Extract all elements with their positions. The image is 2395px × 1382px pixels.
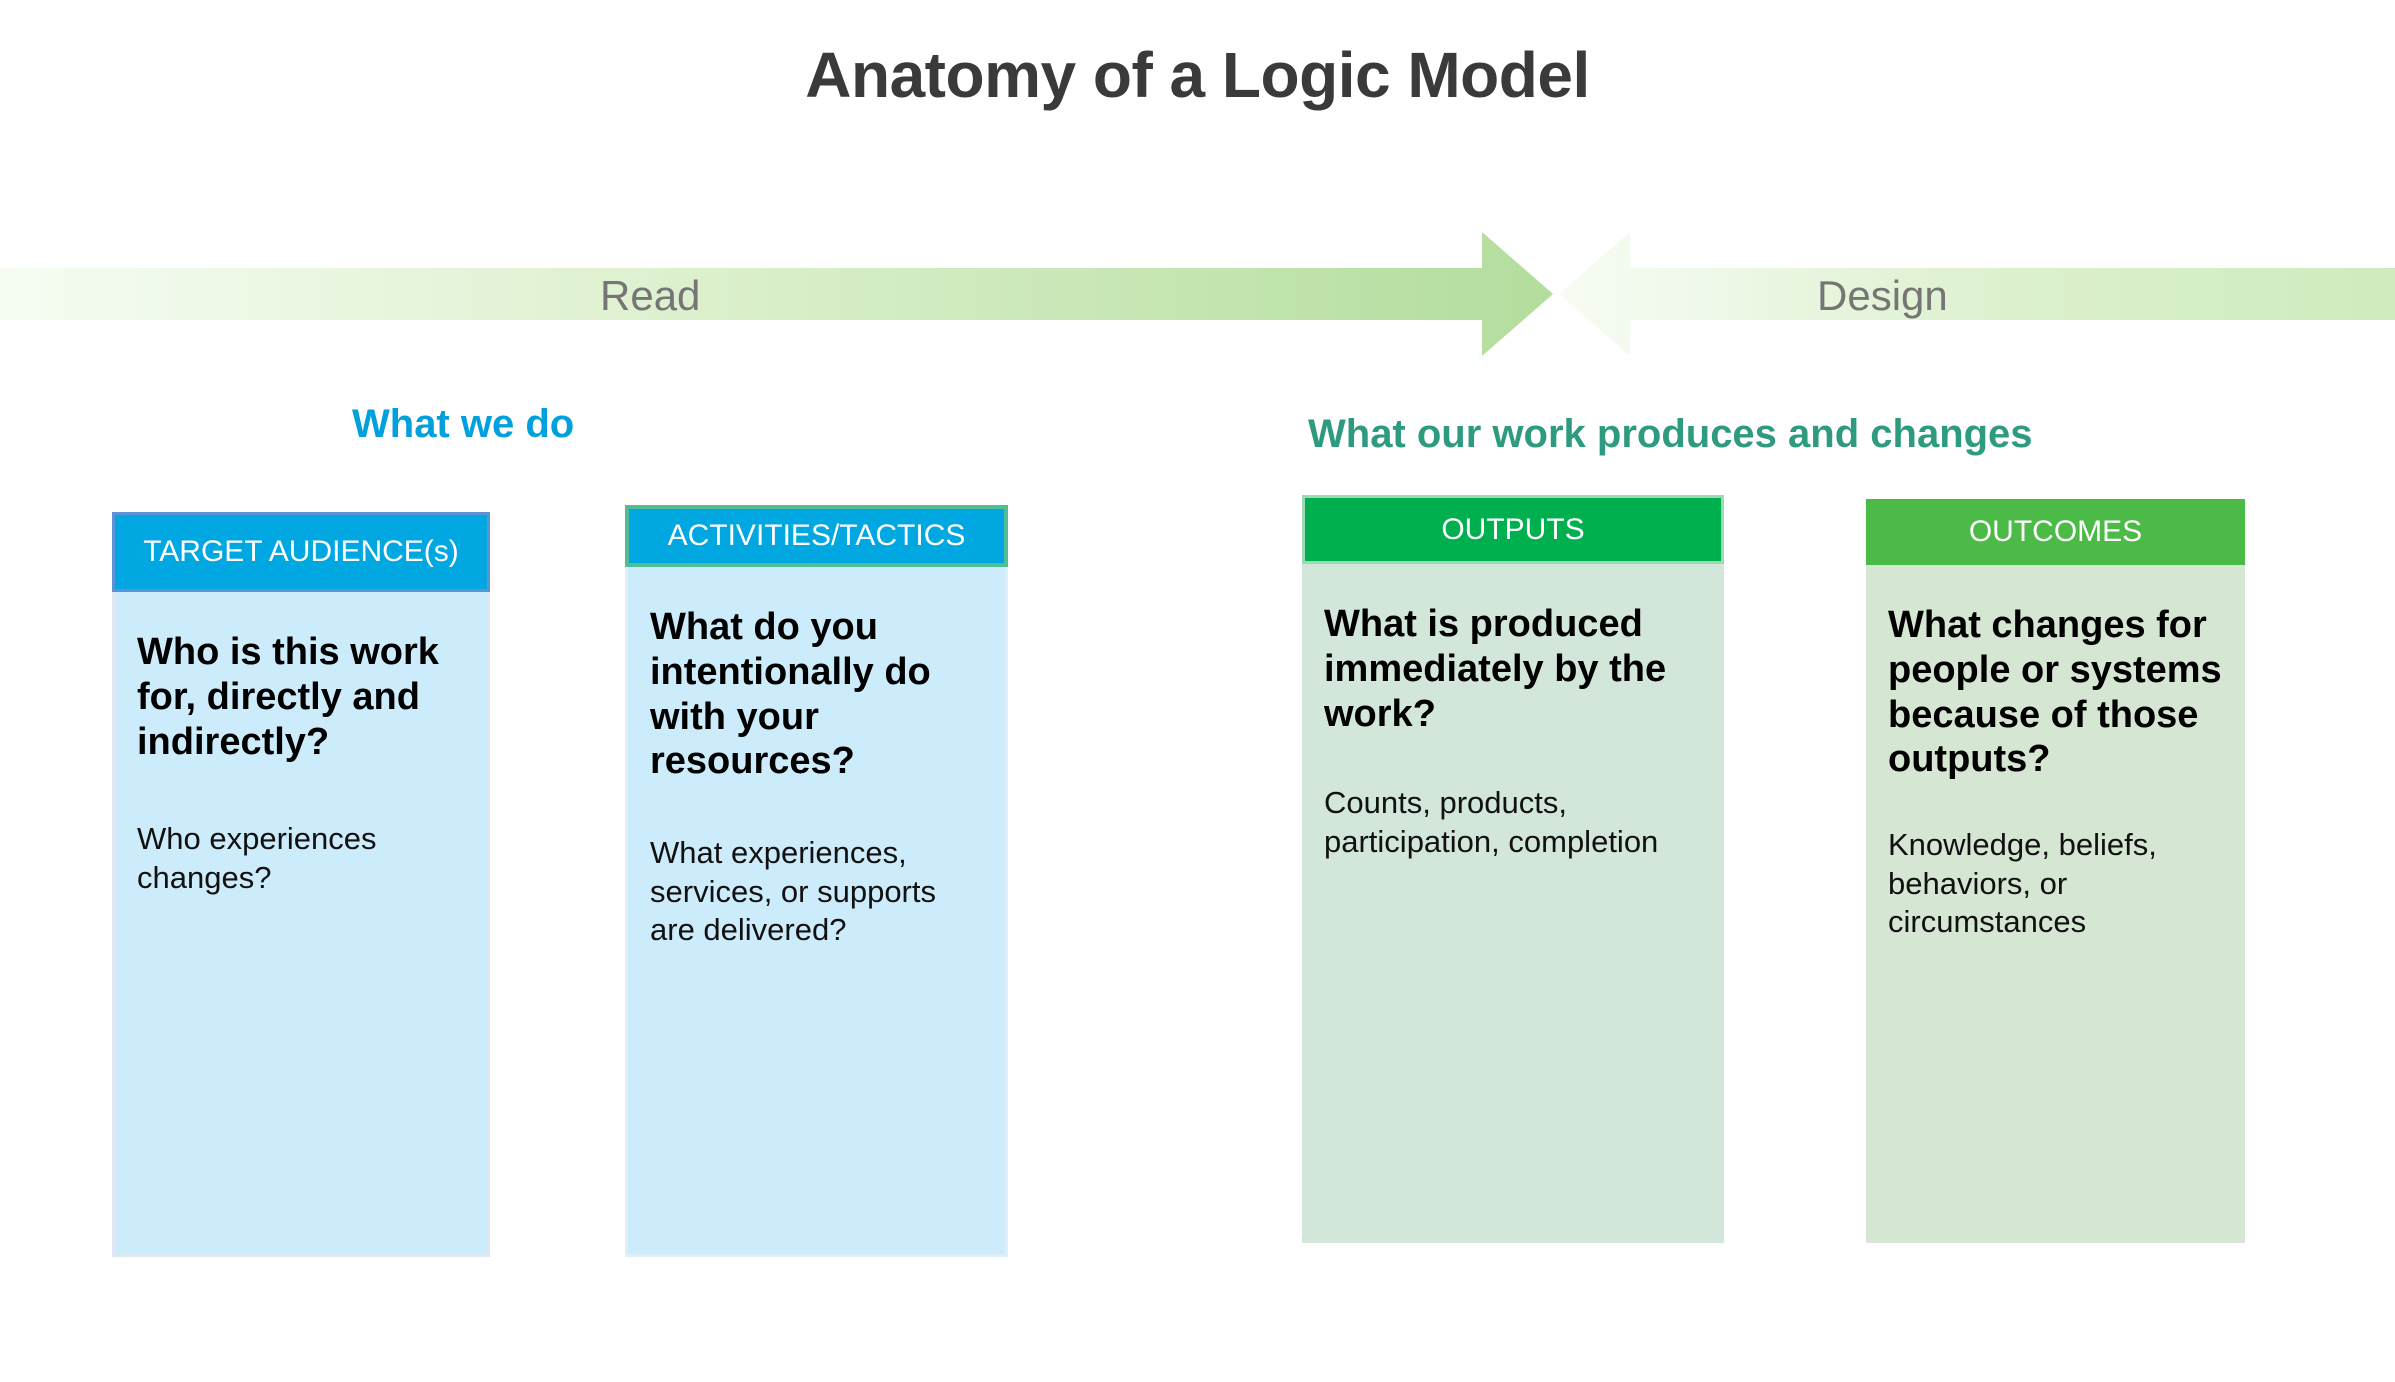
card-examples-activities-tactics: What experiences, services, or supports … bbox=[650, 835, 936, 948]
design-arrow bbox=[1559, 232, 2395, 356]
card-header-outputs: OUTPUTS bbox=[1302, 495, 1724, 564]
card-question-target-audience: Who is this work for, directly and indir… bbox=[137, 631, 439, 763]
read-label: Read bbox=[600, 272, 701, 319]
card-body-target-audience: Who is this work for, directly and indir… bbox=[112, 592, 490, 1257]
page-title: Anatomy of a Logic Model bbox=[805, 39, 1590, 111]
card-target-audience[interactable]: TARGET AUDIENCE(s) Who is this work for,… bbox=[112, 512, 490, 1257]
card-header-outcomes: OUTCOMES bbox=[1866, 499, 2245, 565]
group-heading-what-our-work-produces: What our work produces and changes bbox=[1308, 412, 2033, 456]
card-question-outcomes: What changes for people or systems becau… bbox=[1888, 604, 2222, 781]
card-activities-tactics[interactable]: ACTIVITIES/TACTICS What do you intention… bbox=[625, 505, 1008, 1257]
card-examples-target-audience: Who experiences changes? bbox=[137, 821, 377, 895]
card-body-activities-tactics: What do you intentionally do with your r… bbox=[625, 567, 1008, 1257]
card-question-outputs: What is produced immediately by the work… bbox=[1324, 603, 1667, 735]
direction-band bbox=[0, 230, 2395, 362]
group-heading-what-we-do: What we do bbox=[352, 402, 575, 446]
card-outcomes[interactable]: OUTCOMES What changes for people or syst… bbox=[1866, 499, 2245, 1243]
card-examples-outcomes: Knowledge, beliefs, behaviors, or circum… bbox=[1888, 827, 2157, 940]
card-question-activities-tactics: What do you intentionally do with your r… bbox=[650, 606, 931, 783]
card-outputs[interactable]: OUTPUTS What is produced immediately by … bbox=[1302, 495, 1724, 1243]
card-body-outputs: What is produced immediately by the work… bbox=[1302, 564, 1724, 1243]
design-label: Design bbox=[1817, 272, 1948, 319]
card-header-activities-tactics: ACTIVITIES/TACTICS bbox=[625, 505, 1008, 567]
card-body-outcomes: What changes for people or systems becau… bbox=[1866, 565, 2245, 1243]
read-arrow bbox=[0, 232, 1553, 356]
card-examples-outputs: Counts, products, participation, complet… bbox=[1324, 785, 1659, 859]
card-header-target-audience: TARGET AUDIENCE(s) bbox=[112, 512, 490, 592]
